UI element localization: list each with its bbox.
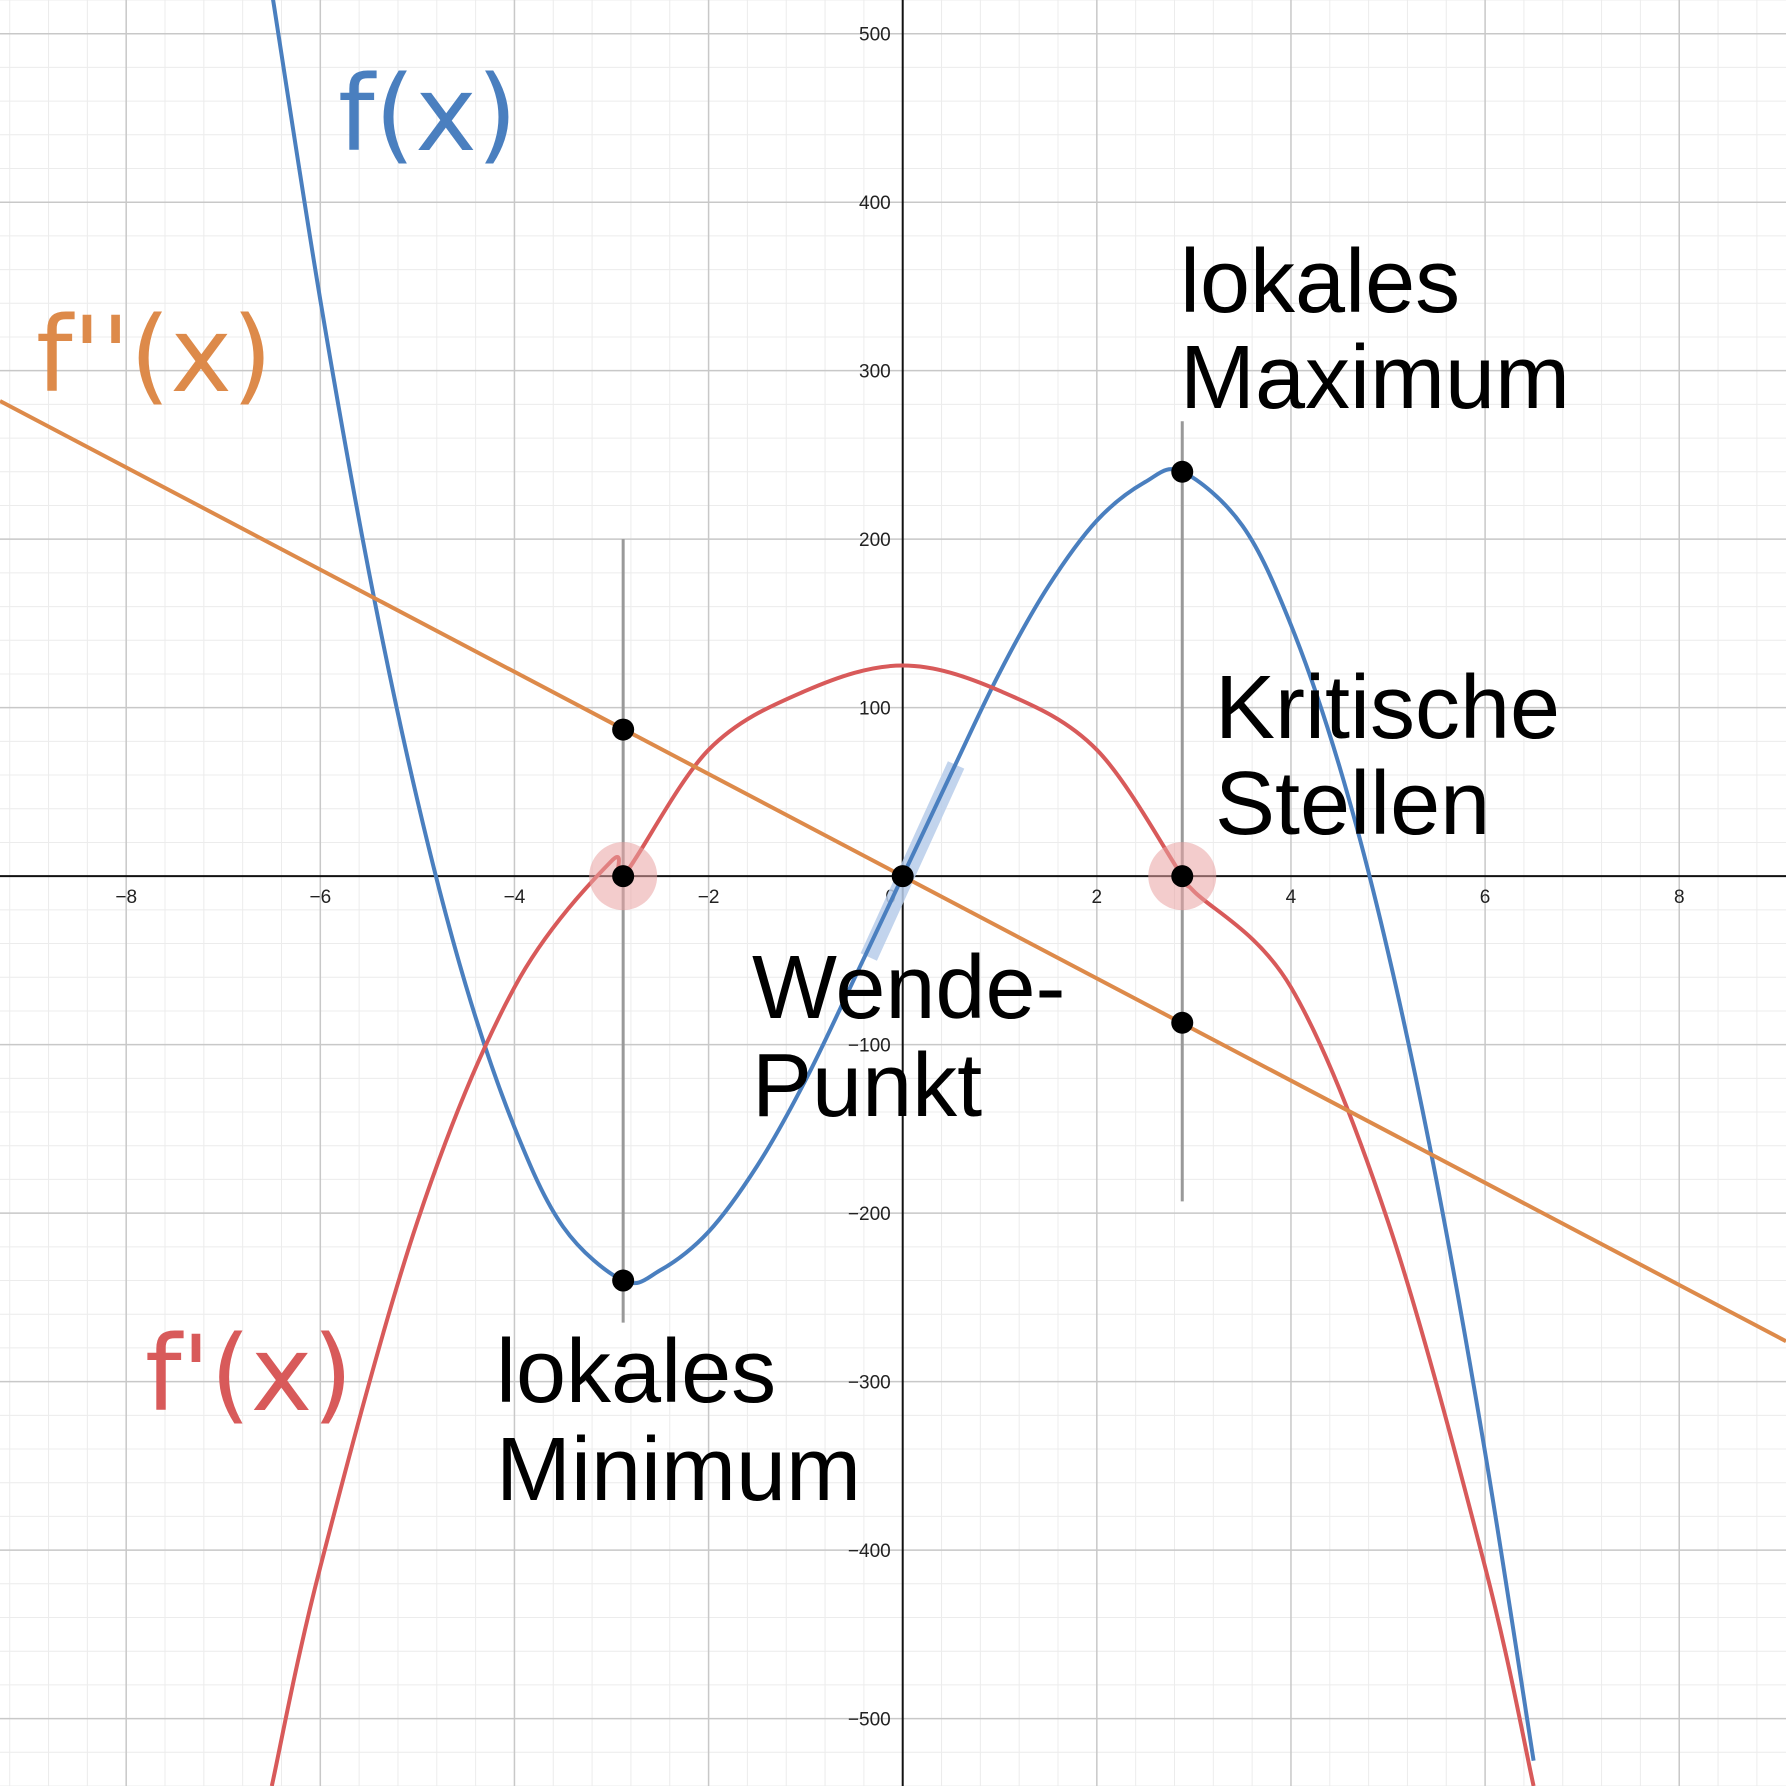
tick-labels: −8−6−4−202468500400300200100−100−200−300… <box>115 25 1684 1731</box>
x-tick-label: −2 <box>698 887 720 908</box>
lokales-maximum-line-2: Maximum <box>1180 328 1570 428</box>
data-point <box>1171 865 1194 888</box>
x-tick-label: −4 <box>504 887 526 908</box>
f-label: f(x) <box>338 53 517 175</box>
data-point <box>612 718 635 741</box>
y-tick-label: 100 <box>859 699 891 720</box>
x-tick-label: −8 <box>115 887 137 908</box>
x-tick-label: 8 <box>1674 887 1685 908</box>
data-point <box>1171 1011 1194 1034</box>
data-point <box>612 865 635 888</box>
y-tick-label: −500 <box>848 1710 891 1731</box>
y-tick-label: 300 <box>859 362 891 383</box>
wendepunkt-line-2: Punkt <box>752 1036 982 1136</box>
data-point <box>1171 460 1194 483</box>
lokales-minimum-line-2: Minimum <box>496 1420 861 1520</box>
kritische-stellen-line-1: Kritische <box>1215 658 1560 758</box>
y-tick-label: −300 <box>848 1373 891 1394</box>
x-tick-label: 4 <box>1286 887 1297 908</box>
points-layer <box>589 460 1217 1292</box>
x-tick-label: −6 <box>309 887 331 908</box>
y-tick-label: −400 <box>848 1541 891 1562</box>
series-fpx <box>269 663 1536 1786</box>
y-tick-label: −200 <box>848 1204 891 1225</box>
y-tick-label: 200 <box>859 530 891 551</box>
f-double-prime-label: f''(x) <box>36 294 273 416</box>
x-tick-label: 6 <box>1480 887 1491 908</box>
data-point <box>612 1269 635 1292</box>
vertical-markers <box>621 421 1184 1323</box>
data-point <box>891 865 914 888</box>
lokales-minimum-line-1: lokales <box>496 1322 776 1422</box>
lokales-maximum-line-1: lokales <box>1180 232 1460 332</box>
wendepunkt-line-1: Wende- <box>752 938 1066 1038</box>
x-tick-label: 2 <box>1092 887 1103 908</box>
y-tick-label: 500 <box>859 25 891 46</box>
f-prime-label: f'(x) <box>145 1313 353 1435</box>
y-tick-label: −100 <box>848 1036 891 1057</box>
kritische-stellen-line-2: Stellen <box>1215 754 1490 854</box>
y-tick-label: 400 <box>859 193 891 214</box>
